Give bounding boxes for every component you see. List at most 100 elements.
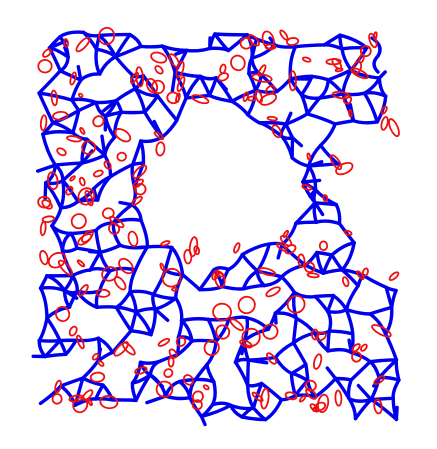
cell-edge — [273, 290, 297, 315]
cell-edge — [128, 268, 138, 294]
inclusion-ellipse — [155, 141, 166, 157]
cell-edge — [185, 46, 212, 53]
inclusion-ellipse — [259, 92, 278, 106]
inclusion-ellipse — [230, 54, 246, 72]
cell-edge — [95, 305, 119, 310]
inclusion-ellipse — [69, 175, 76, 182]
inclusion-ellipse — [108, 222, 121, 235]
cell-edge — [188, 396, 204, 419]
inclusion-ellipse — [69, 71, 77, 86]
inclusion-ellipse — [160, 240, 171, 247]
inclusion-ellipse — [39, 249, 49, 266]
cell-edge-stub — [174, 48, 189, 56]
cell-edge — [314, 219, 342, 226]
inclusion-ellipse — [76, 259, 86, 268]
cell-edge — [344, 284, 360, 312]
inclusion-ellipse — [78, 176, 86, 187]
inclusion-ellipse — [312, 353, 323, 370]
cell-edge — [128, 289, 156, 297]
cell-edge-stub — [101, 98, 118, 113]
inclusion-ellipse — [241, 327, 261, 348]
inclusion-ellipse — [132, 164, 148, 180]
inclusion-ellipse — [356, 270, 365, 281]
inclusion-ellipse — [114, 128, 132, 143]
cell-edge-stub — [246, 358, 269, 365]
cell-edge — [174, 296, 184, 323]
cell-edge — [340, 47, 353, 72]
cell-edge — [246, 358, 251, 388]
cell-edge — [94, 47, 102, 76]
inclusion-ellipse — [334, 67, 344, 73]
inclusion-ellipse — [251, 391, 264, 403]
cell-edge — [145, 244, 174, 250]
cell-edge — [38, 384, 63, 406]
inclusion-ellipse — [54, 379, 62, 394]
cell-edge — [94, 397, 115, 402]
cell-edge — [344, 307, 372, 316]
inclusion-ellipse — [89, 371, 106, 383]
inclusion-ellipse — [171, 286, 178, 292]
cell-edge — [208, 46, 231, 53]
cell-edge — [119, 110, 147, 115]
inclusion-ellipse — [239, 339, 253, 349]
cell-edge — [133, 86, 147, 114]
cell-edge — [97, 32, 132, 38]
inclusion-ellipse — [75, 36, 91, 53]
cell-edge — [110, 329, 133, 355]
cell-edge — [314, 376, 338, 398]
cell-edge-stub — [250, 39, 258, 60]
cell-edge — [251, 381, 264, 410]
cell-edge — [340, 268, 360, 288]
inclusion-ellipse — [113, 341, 129, 357]
inclusion-ellipse — [101, 266, 118, 282]
inclusion-ellipse — [168, 348, 178, 359]
cell-edge — [37, 338, 62, 343]
cell-edge — [326, 309, 333, 333]
inclusion-ellipse — [317, 393, 330, 414]
inclusion-ellipse — [92, 169, 104, 178]
inclusion-ellipse — [301, 183, 313, 191]
cell-edge — [41, 132, 57, 167]
cell-edge-stub — [276, 243, 284, 260]
inclusion-ellipse — [153, 131, 165, 140]
inclusion-ellipse — [47, 171, 59, 191]
inclusion-ellipse — [191, 94, 210, 105]
cell-edge — [45, 316, 62, 343]
cell-edge-stub — [347, 338, 354, 355]
inclusion-ellipse — [286, 294, 306, 314]
cell-edge — [148, 359, 163, 377]
cell-edge — [108, 162, 135, 179]
inclusion-ellipse — [52, 110, 69, 121]
cell-edge — [111, 217, 143, 225]
inclusion-ellipse — [215, 324, 231, 340]
inclusion-ellipse — [237, 295, 256, 315]
cell-edge — [71, 108, 81, 135]
inclusion-ellipse — [351, 343, 361, 353]
inclusion-ellipse — [360, 343, 368, 352]
inclusion-ellipse — [154, 65, 164, 75]
cell-edge — [155, 94, 179, 122]
cell-edge — [362, 91, 379, 124]
inclusion-ellipse — [193, 245, 201, 256]
inclusion-ellipses — [37, 26, 400, 415]
cell-edge — [198, 268, 216, 292]
cell-edge — [213, 32, 249, 37]
inclusion-ellipse — [258, 267, 277, 277]
cell-edge — [58, 30, 86, 39]
cell-edge — [322, 43, 344, 51]
cell-edge-stub — [308, 188, 318, 198]
inclusion-ellipse — [233, 242, 241, 254]
cell-edge — [245, 316, 271, 331]
cell-edge — [199, 403, 233, 419]
inclusion-ellipse — [176, 76, 186, 92]
cell-edge-stub — [356, 383, 373, 402]
inclusion-ellipse — [203, 339, 220, 357]
inclusion-ellipse — [303, 261, 316, 274]
cell-edge — [241, 283, 266, 291]
cell-edge-stub — [301, 178, 322, 184]
cell-edge — [41, 130, 75, 136]
cell-edge — [230, 88, 258, 104]
cell-edge-stub — [36, 163, 57, 173]
inclusion-ellipse — [77, 187, 96, 206]
